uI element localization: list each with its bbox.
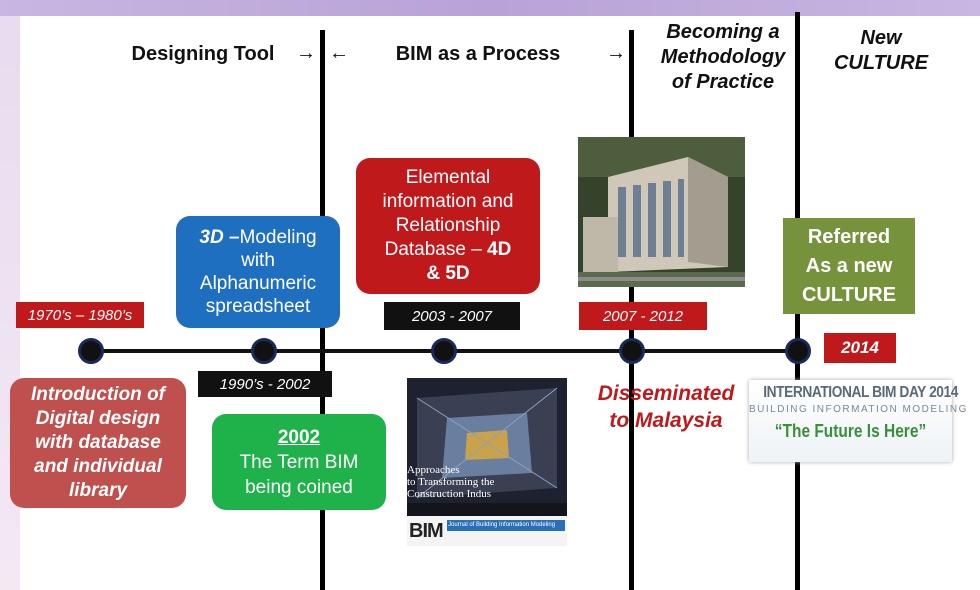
box-digital-design-line1: Introduction of [30,384,166,405]
box-3d-modeling-line2: with [241,250,275,271]
box-3d-modeling-line4: spreadsheet [205,296,311,317]
box-elemental-line5: & 5D [426,263,470,284]
bim-day-subtitle: BUILDING INFORMATION MODELING [749,404,968,415]
phase-designing-tool: Designing Tool [131,43,275,65]
journal-caption-line2: to Transforming the [407,476,495,488]
bim-day-title: INTERNATIONAL BIM DAY 2014 [763,384,958,401]
disseminated-text: Disseminated to Malaysia [586,380,746,434]
box-digital-design-line2: Digital design [35,408,161,429]
phase-bim-process: BIM as a Process [395,43,561,65]
bim-day-slogan: “The Future Is Here” [774,421,927,441]
timeline-dot-2 [251,338,277,364]
building-render-svg [578,137,745,287]
box-new-culture: Referred As a new CULTURE [783,218,915,314]
box-elemental-line3: Relationship [395,215,501,236]
box-digital-design-line4: and individual [34,456,162,477]
phase-new-culture-line1: New [860,27,902,49]
bim-day-banner: INTERNATIONAL BIM DAY 2014 BUILDING INFO… [749,380,968,462]
background-top-band [0,0,980,16]
period-label-1970s: 1970’s – 1980’s [16,302,144,328]
period-label-1990s: 1990’s - 2002 [198,371,332,397]
box-elemental: Elemental information and Relationship D… [356,158,540,294]
journal-caption-line3: Construction Indus [407,488,492,500]
journal-cover-image: Approaches to Transforming the Construct… [407,378,567,546]
phase-methodology: Becoming a Methodology of Practice [648,20,798,95]
box-3d-modeling-line3: Alphanumeric [199,273,317,294]
box-3d-modeling: 3D –Modeling with Alphanumeric spreadshe… [176,216,340,328]
box-new-culture-line3: CULTURE [801,283,897,306]
box-3d-modeling-bold: 3D – [199,227,240,248]
journal-cover-art [407,378,567,503]
journal-footer: BIM Journal of Building Information Mode… [407,516,567,546]
box-elemental-line4: Database – 4D [385,238,512,262]
box-digital-design-line3: with database [35,432,161,453]
arrow-left-1: ← [329,42,349,64]
period-label-2003: 2003 - 2007 [384,302,520,330]
box-term-bim-year: 2002 [277,426,321,448]
box-3d-modeling-line1: 3D –Modeling [199,226,316,249]
box-term-bim-line1: The Term BIM [239,451,359,473]
building-render-image [578,137,745,287]
phase-methodology-line1: Becoming a [666,21,780,43]
journal-logo: BIM [409,520,444,542]
box-elemental-line1: Elemental [405,167,491,188]
timeline-dot-1 [78,338,104,364]
phase-new-culture-line2: CULTURE [833,52,929,74]
disseminated-line1: Disseminated [597,382,735,405]
phase-methodology-line3: of Practice [671,71,775,93]
journal-caption: Approaches to Transforming the Construct… [407,464,567,500]
phase-methodology-line2: Methodology [660,46,786,68]
journal-caption-line1: Approaches [407,464,460,476]
box-elemental-line2: information and [382,191,514,212]
timeline-dot-3 [431,338,457,364]
period-label-2014: 2014 [824,333,896,363]
box-new-culture-line1: Referred [807,225,891,248]
period-label-2007: 2007 - 2012 [579,302,707,330]
box-elemental-line4a: Database – [384,239,488,260]
timeline-dot-5 [785,338,811,364]
phase-new-culture: New CULTURE [826,26,936,76]
box-term-bim-line2: being coined [245,476,353,498]
box-term-bim: 2002 The Term BIM being coined [212,414,386,510]
timeline-dot-4 [619,338,645,364]
disseminated-line2: to Malaysia [609,409,723,432]
arrow-right-1: → [296,42,316,64]
journal-title: Journal of Building Information Modeling [448,522,556,528]
box-new-culture-line2: As a new [805,254,893,277]
box-digital-design: Introduction of Digital design with data… [10,378,186,508]
box-3d-modeling-rest: Modeling [239,227,317,248]
box-elemental-line4b: 4D [487,239,512,260]
box-digital-design-line5: library [68,480,128,501]
journal-title-bar [447,520,565,531]
arrow-right-2: → [606,42,626,64]
